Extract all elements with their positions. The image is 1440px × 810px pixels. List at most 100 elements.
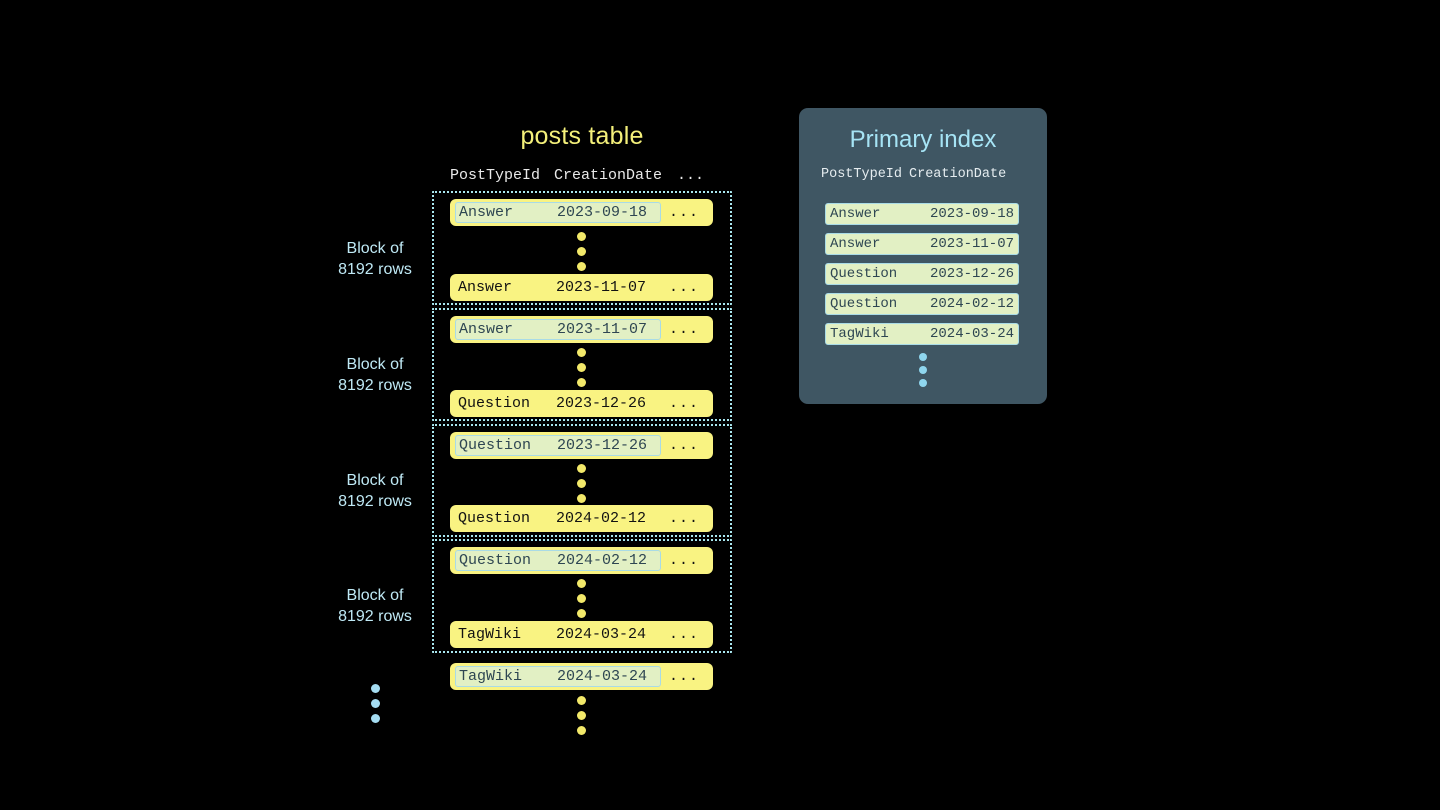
block-frame-3 bbox=[432, 424, 732, 537]
block-label-1-line2: 8192 rows bbox=[338, 261, 412, 278]
dot bbox=[577, 348, 586, 357]
cell-posttypeid: TagWiki bbox=[458, 626, 522, 643]
block-label-1: Block of 8192 rows bbox=[300, 238, 450, 280]
cell-posttypeid: Question bbox=[458, 395, 531, 412]
cell-posttypeid: Answer bbox=[459, 321, 514, 338]
primary-index-rows: Answer 2023-09-18 Answer 2023-11-07 Ques… bbox=[825, 203, 1019, 345]
table-row: Answer 2023-11-07 ... bbox=[450, 274, 713, 301]
block-label-3: Block of 8192 rows bbox=[300, 470, 450, 512]
index-row: TagWiki 2024-03-24 bbox=[825, 323, 1019, 345]
dot bbox=[577, 232, 586, 241]
block-frame-4 bbox=[432, 539, 732, 653]
dot bbox=[919, 366, 927, 374]
row-ellipsis-dots bbox=[577, 348, 586, 387]
dot bbox=[577, 494, 586, 503]
block-continuation-dots bbox=[371, 684, 380, 723]
cell-ellipsis: ... bbox=[668, 668, 699, 685]
dot bbox=[577, 726, 586, 735]
cell-ellipsis: ... bbox=[668, 552, 699, 569]
dot bbox=[919, 353, 927, 361]
table-row: Question 2023-12-26 ... bbox=[450, 390, 713, 417]
cell-posttypeid: Question bbox=[458, 510, 531, 527]
table-row: TagWiki 2024-03-24 ... bbox=[450, 621, 713, 648]
index-cell-creationdate: 2024-03-24 bbox=[929, 326, 1014, 342]
cell-posttypeid: Answer bbox=[458, 279, 513, 296]
cell-ellipsis: ... bbox=[668, 279, 699, 296]
index-cell-creationdate: 2023-11-07 bbox=[929, 236, 1014, 252]
dot bbox=[577, 378, 586, 387]
block-label-2: Block of 8192 rows bbox=[300, 354, 450, 396]
table-row: Answer 2023-11-07 ... bbox=[450, 316, 713, 343]
dot bbox=[919, 379, 927, 387]
dot bbox=[577, 696, 586, 705]
cell-ellipsis: ... bbox=[668, 626, 699, 643]
cell-creationdate: 2024-03-24 bbox=[557, 668, 648, 685]
block-label-4-line2: 8192 rows bbox=[338, 608, 412, 625]
cell-creationdate: 2023-11-07 bbox=[556, 279, 647, 296]
row-ellipsis-dots bbox=[577, 232, 586, 271]
cell-creationdate: 2023-12-26 bbox=[556, 395, 647, 412]
index-cell-creationdate: 2023-09-18 bbox=[929, 206, 1014, 222]
cell-ellipsis: ... bbox=[668, 437, 699, 454]
block-label-2-line2: 8192 rows bbox=[338, 377, 412, 394]
cell-posttypeid: Question bbox=[459, 552, 532, 569]
index-cell-creationdate: 2023-12-26 bbox=[929, 266, 1014, 282]
dot bbox=[577, 464, 586, 473]
index-cell-posttypeid: Answer bbox=[830, 206, 881, 222]
index-continuation-dots bbox=[799, 353, 1047, 387]
block-label-1-line1: Block of bbox=[346, 240, 404, 257]
cell-ellipsis: ... bbox=[668, 510, 699, 527]
dot bbox=[577, 262, 586, 271]
index-cell-posttypeid: Answer bbox=[830, 236, 881, 252]
primary-index-title: Primary index bbox=[849, 126, 997, 153]
dot bbox=[577, 594, 586, 603]
cell-posttypeid: Question bbox=[459, 437, 532, 454]
index-cell-creationdate: 2024-02-12 bbox=[929, 296, 1014, 312]
table-row: Question 2023-12-26 ... bbox=[450, 432, 713, 459]
table-row: Question 2024-02-12 ... bbox=[450, 547, 713, 574]
dot bbox=[371, 684, 380, 693]
dot bbox=[371, 699, 380, 708]
index-row: Question 2024-02-12 bbox=[825, 293, 1019, 315]
row-ellipsis-dots bbox=[577, 464, 586, 503]
dot bbox=[577, 579, 586, 588]
dot bbox=[577, 479, 586, 488]
cell-creationdate: 2023-09-18 bbox=[557, 204, 648, 221]
column-header-creationdate: CreationDate bbox=[554, 166, 663, 184]
posts-table-column-headers: PostTypeId CreationDate ... bbox=[450, 164, 713, 186]
dot bbox=[577, 247, 586, 256]
index-row: Question 2023-12-26 bbox=[825, 263, 1019, 285]
table-row: Question 2024-02-12 ... bbox=[450, 505, 713, 532]
column-header-ellipsis: ... bbox=[677, 166, 705, 184]
index-column-header-posttypeid: PostTypeId bbox=[821, 167, 903, 182]
block-frame-2 bbox=[432, 308, 732, 421]
cell-creationdate: 2024-02-12 bbox=[557, 552, 648, 569]
cell-posttypeid: Answer bbox=[459, 204, 514, 221]
block-label-3-line2: 8192 rows bbox=[338, 493, 412, 510]
index-row: Answer 2023-11-07 bbox=[825, 233, 1019, 255]
table-row: Answer 2023-09-18 ... bbox=[450, 199, 713, 226]
cell-creationdate: 2024-03-24 bbox=[556, 626, 647, 643]
cell-posttypeid: TagWiki bbox=[459, 668, 523, 685]
dot bbox=[577, 609, 586, 618]
index-cell-posttypeid: TagWiki bbox=[830, 326, 889, 342]
dot bbox=[371, 714, 380, 723]
index-cell-posttypeid: Question bbox=[830, 296, 898, 312]
posts-table-title: posts table bbox=[520, 122, 644, 150]
cell-ellipsis: ... bbox=[668, 395, 699, 412]
index-row: Answer 2023-09-18 bbox=[825, 203, 1019, 225]
primary-index-column-headers: PostTypeId CreationDate bbox=[821, 167, 1025, 182]
row-ellipsis-dots bbox=[577, 579, 586, 618]
dot bbox=[577, 363, 586, 372]
table-continuation-dots bbox=[577, 696, 586, 735]
cell-ellipsis: ... bbox=[668, 321, 699, 338]
block-frame-1 bbox=[432, 191, 732, 305]
block-label-4-line1: Block of bbox=[346, 587, 404, 604]
column-header-posttypeid: PostTypeId bbox=[450, 166, 541, 184]
index-cell-posttypeid: Question bbox=[830, 266, 898, 282]
primary-index-panel: Primary index PostTypeId CreationDate An… bbox=[799, 108, 1047, 404]
cell-creationdate: 2023-11-07 bbox=[557, 321, 648, 338]
block-label-3-line1: Block of bbox=[346, 472, 404, 489]
index-column-header-creationdate: CreationDate bbox=[909, 167, 1007, 182]
